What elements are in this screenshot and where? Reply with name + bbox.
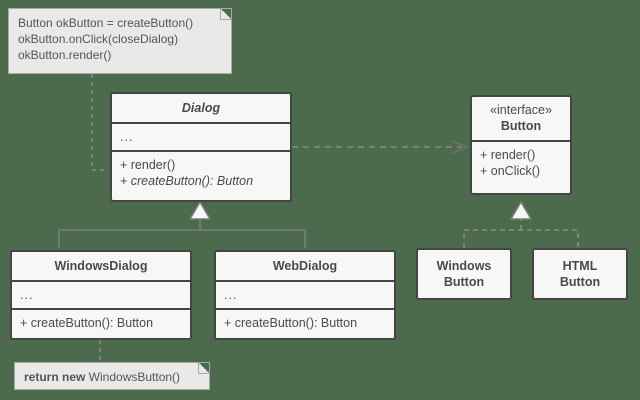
- class-name-line-1: Windows: [436, 259, 492, 273]
- method-create-button: + createButton(): Button: [120, 174, 254, 188]
- class-attributes-web-dialog: ...: [216, 280, 394, 308]
- class-methods-button: + render() + onClick(): [472, 140, 570, 184]
- class-methods-dialog: + render() + createButton(): Button: [112, 150, 290, 194]
- method-create-button: + createButton(): Button: [20, 316, 154, 330]
- note-top-line-3: okButton.render(): [18, 48, 112, 62]
- note-top-line-1: Button okButton = createButton(): [18, 16, 194, 30]
- method-onclick: + onClick(): [480, 164, 541, 178]
- class-box-button-interface[interactable]: «interface» Button + render() + onClick(…: [470, 95, 572, 195]
- method-create-button: + createButton(): Button: [224, 316, 358, 330]
- class-title-button: «interface» Button: [472, 97, 570, 140]
- class-box-web-dialog[interactable]: WebDialog ... + createButton(): Button: [214, 250, 396, 340]
- note-bottom-text: WindowsButton(): [85, 370, 181, 384]
- class-box-html-button[interactable]: HTML Button: [532, 248, 628, 300]
- method-render: + render(): [120, 158, 176, 172]
- note-top-line-2: okButton.onClick(closeDialog): [18, 32, 179, 46]
- class-title-html-button: HTML Button: [560, 258, 600, 290]
- class-name-line-2: Button: [559, 275, 601, 289]
- note-top: Button okButton = createButton() okButto…: [8, 8, 232, 74]
- class-name-line-2: Button: [443, 275, 485, 289]
- class-title-web-dialog: WebDialog: [272, 259, 338, 273]
- note-bottom: return new WindowsButton(): [14, 362, 210, 390]
- attribute-placeholder: ...: [120, 130, 134, 144]
- stereotype-interface: «interface»: [490, 103, 552, 117]
- class-title-windows-button: Windows Button: [437, 258, 492, 290]
- note-fold-icon: [198, 363, 209, 374]
- generalization-bus-left: [58, 218, 306, 248]
- note-anchor-top: [91, 74, 108, 171]
- class-attributes-windows-dialog: ...: [12, 280, 190, 308]
- class-methods-web-dialog: + createButton(): Button: [216, 308, 394, 336]
- class-box-windows-button[interactable]: Windows Button: [416, 248, 512, 300]
- attribute-placeholder: ...: [20, 288, 34, 302]
- class-box-windows-dialog[interactable]: WindowsDialog ... + createButton(): Butt…: [10, 250, 192, 340]
- dependency-arrowhead: [451, 140, 469, 154]
- note-fold-icon: [220, 9, 231, 20]
- class-name-line-1: HTML: [562, 259, 598, 273]
- attribute-placeholder: ...: [224, 288, 238, 302]
- class-title-windows-dialog: WindowsDialog: [54, 259, 148, 273]
- class-attributes-dialog: ...: [112, 122, 290, 150]
- class-title-dialog: Dialog: [181, 101, 221, 115]
- class-methods-windows-dialog: + createButton(): Button: [12, 308, 190, 336]
- realization-bus-right: [463, 218, 579, 248]
- realization-triangle-button: [510, 201, 532, 220]
- class-box-dialog[interactable]: Dialog ... + render() + createButton(): …: [110, 92, 292, 202]
- generalization-triangle-dialog: [189, 201, 211, 220]
- method-render: + render(): [480, 148, 536, 162]
- class-name-button: Button: [500, 119, 542, 133]
- note-bottom-keyword: return new: [24, 370, 86, 384]
